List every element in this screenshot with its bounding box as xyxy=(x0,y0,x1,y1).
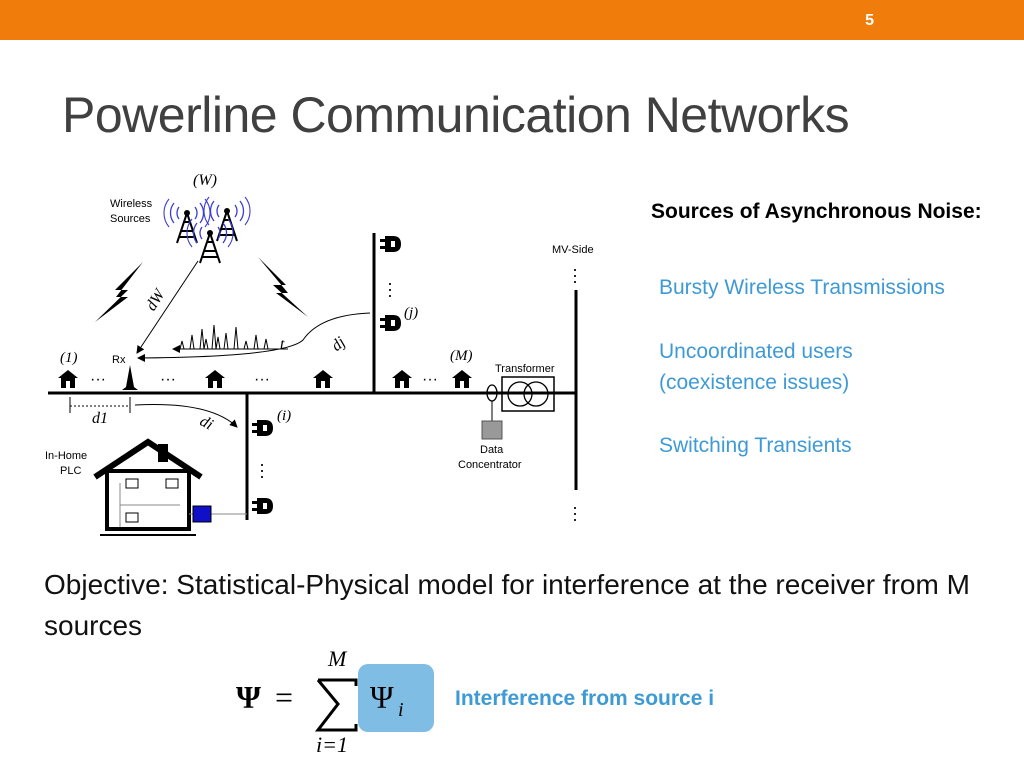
receiver-icon xyxy=(122,365,138,390)
data-concentrator-label-1: Data xyxy=(480,444,504,456)
sources-heading: Sources of Asynchronous Noise: xyxy=(651,200,982,223)
mv-side-label: MV-Side xyxy=(552,244,594,256)
house-icon xyxy=(313,370,333,388)
branch-dots-j: ··· xyxy=(381,281,401,299)
house-icon xyxy=(452,370,472,388)
modem-icon xyxy=(192,505,212,523)
source-item: Uncoordinated users (coexistence issues) xyxy=(659,340,853,394)
source-item: Bursty Wireless Transmissions xyxy=(659,276,945,299)
objective-text: Objective: Statistical-Physical model fo… xyxy=(44,569,970,641)
network-diagram: Wireless Sources (W) dW t dj ··· (j) (i)… xyxy=(45,172,594,536)
plug-icon xyxy=(380,236,401,252)
formula-lower-limit: i=1 xyxy=(316,732,348,757)
plug-icon xyxy=(252,420,273,436)
house-icon xyxy=(58,370,78,388)
branch-dots-i: ··· xyxy=(253,462,273,480)
house-icon xyxy=(205,370,225,388)
mv-dots-bottom: ··· xyxy=(566,505,586,523)
one-label: (1) xyxy=(60,350,78,366)
m-label: (M) xyxy=(450,348,473,364)
interference-formula: Ψ = M i=1 Ψ i xyxy=(236,646,434,757)
source-item: Switching Transients xyxy=(659,434,852,457)
formula-term: Ψ xyxy=(370,679,394,715)
plug-icon xyxy=(380,315,401,331)
plug-icon xyxy=(252,498,273,514)
house-icon xyxy=(392,370,412,388)
formula-lhs: Ψ xyxy=(236,679,261,715)
wireless-sources-label-2: Sources xyxy=(110,213,151,225)
in-home-house-icon xyxy=(93,438,203,536)
j-label: (j) xyxy=(404,305,418,321)
formula-highlight xyxy=(358,664,434,732)
transformer-label: Transformer xyxy=(495,363,555,375)
formula-equals: = xyxy=(275,679,293,715)
in-home-label-1: In-Home xyxy=(45,450,87,462)
interference-label: Interference from source i xyxy=(455,687,715,710)
slide-title: Powerline Communication Networks xyxy=(62,87,850,143)
house-dots: ··· xyxy=(422,371,438,388)
lightning-bolt-icon xyxy=(258,257,308,317)
top-accent-bar xyxy=(0,0,1024,40)
di-label: di xyxy=(197,413,216,434)
data-concentrator-icon xyxy=(481,420,503,440)
noise-waveform xyxy=(173,324,280,350)
i-label: (i) xyxy=(277,408,291,424)
wireless-sources-label-1: Wireless xyxy=(110,198,153,210)
rx-label: Rx xyxy=(112,354,126,366)
data-concentrator-label-2: Concentrator xyxy=(458,459,522,471)
transformer-icon xyxy=(501,376,555,412)
w-label: (W) xyxy=(193,172,217,189)
house-dots: ··· xyxy=(160,371,176,388)
t-label: t xyxy=(280,336,285,353)
house-dots: ··· xyxy=(90,371,106,388)
slide-number: 5 xyxy=(865,12,874,29)
lightning-bolt-icon xyxy=(95,262,143,322)
tower-icon xyxy=(185,218,235,264)
d1-label: d1 xyxy=(92,410,108,427)
formula-upper-limit: M xyxy=(327,646,348,671)
sum-symbol xyxy=(314,678,358,732)
house-dots: ··· xyxy=(254,371,270,388)
in-home-label-2: PLC xyxy=(60,465,81,477)
mv-dots-top: ··· xyxy=(566,267,586,285)
formula-term-sub: i xyxy=(398,699,404,721)
dj-label: dj xyxy=(328,333,349,354)
